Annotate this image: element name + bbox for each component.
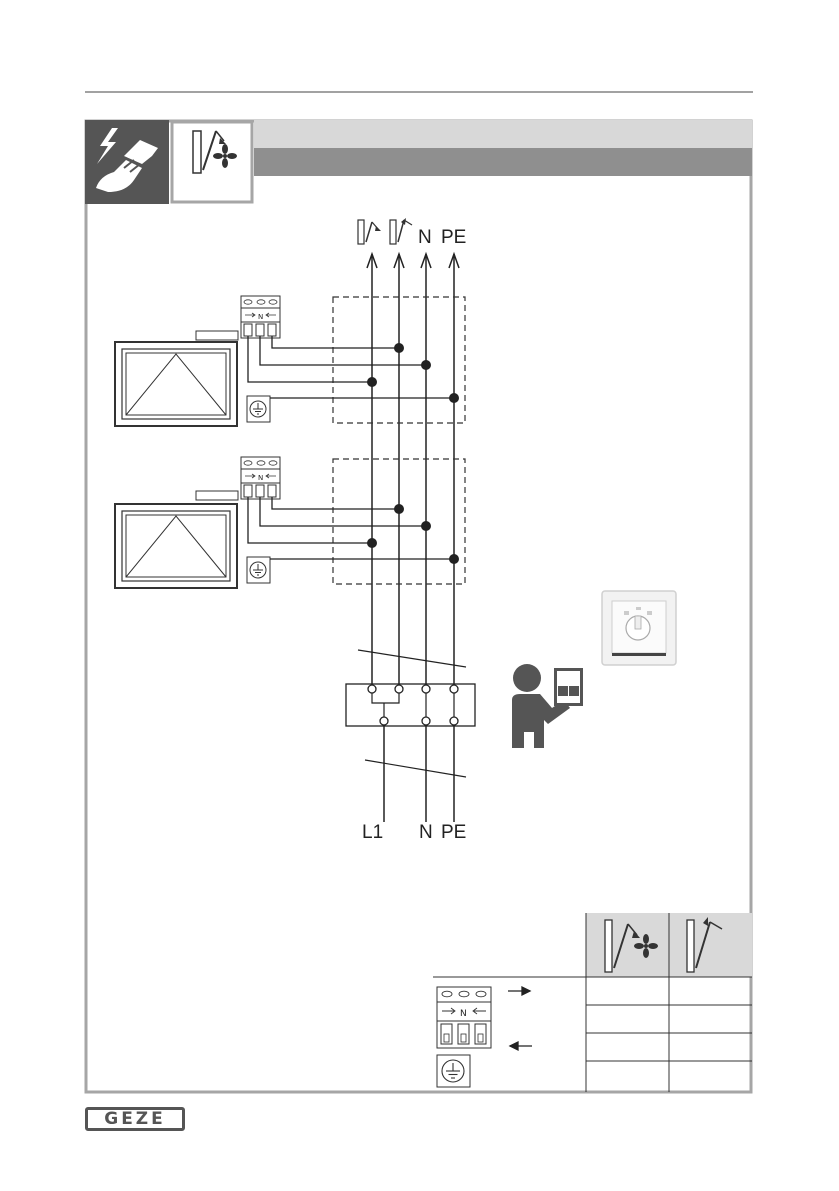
header-bar-dark (254, 148, 752, 176)
bottom-label-pe: PE (441, 822, 466, 843)
header-bar-light (254, 120, 752, 148)
bottom-label-l1: L1 (362, 822, 383, 843)
window-1 (115, 331, 238, 426)
terminal-block-1: N (241, 296, 280, 338)
geze-logo: GEZE (85, 1107, 185, 1131)
electrical-connection-icon (85, 120, 169, 204)
terminal-1-n-label: N (258, 313, 263, 321)
ground-symbol-1 (247, 396, 270, 422)
geze-logo-text: GEZE (104, 1109, 166, 1129)
cable-mark-upper (358, 650, 466, 667)
cable-mark-lower (365, 760, 466, 777)
junction-dots-1 (367, 343, 459, 403)
legend-terminal-block: N (437, 987, 491, 1048)
legend-ground-symbol (437, 1055, 470, 1087)
bottom-label-n: N (419, 822, 433, 843)
wall-switch-photo (602, 591, 676, 665)
legend-arrows (508, 987, 532, 1050)
legend-terminal-n-label: N (460, 1009, 467, 1019)
read-manual-icon (512, 664, 583, 748)
vent-mode-icon (172, 122, 252, 202)
vent-output-symbol (358, 220, 381, 244)
window-2 (115, 491, 238, 588)
tilt-output-symbol (390, 218, 412, 244)
junction-dots-2 (367, 504, 459, 564)
top-label-n: N (418, 227, 432, 248)
terminal-2-n-label: N (258, 474, 263, 482)
switch-box (346, 684, 475, 726)
top-label-pe: PE (441, 227, 466, 248)
connection-table: N (433, 913, 752, 1092)
bus-lines (367, 254, 459, 687)
terminal-block-2: N (241, 457, 280, 499)
ground-symbol-2 (247, 557, 270, 583)
